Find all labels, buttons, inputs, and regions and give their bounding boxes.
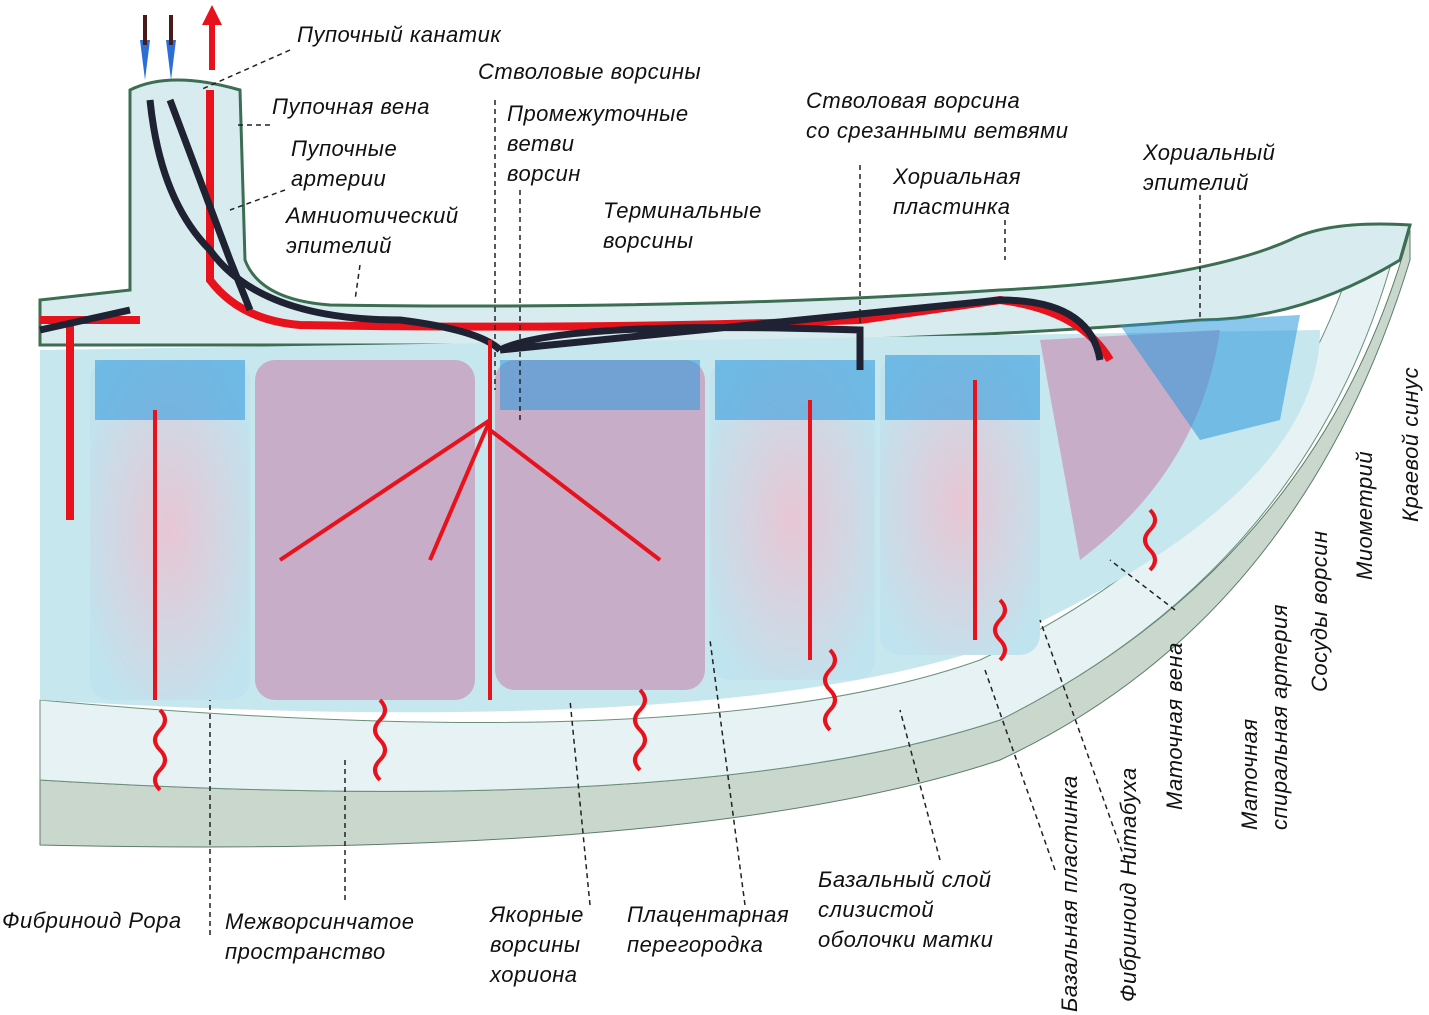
label-marginal-sinus: Краевой синус xyxy=(1398,366,1423,522)
label-decidua-3: оболочки матки xyxy=(818,927,994,952)
label-intervillous-2: пространство xyxy=(225,939,386,964)
label-uterine-vein: Маточная вена xyxy=(1162,642,1187,810)
chorionic-plate xyxy=(38,78,1412,347)
label-stem-villi: Стволовые ворсины xyxy=(478,59,702,84)
stem-villus-branches xyxy=(153,340,977,700)
label-intervillous-1: Межворсинчатое xyxy=(225,909,415,934)
label-decidua-2: слизистой xyxy=(818,897,935,922)
label-chorionic-plate-1: Хориальная xyxy=(893,164,1021,189)
cotyledon-1 xyxy=(90,360,250,700)
label-basal-plate: Базальная пластинка xyxy=(1057,775,1082,1012)
flow-arrows-in xyxy=(143,15,173,45)
label-anchoring-3: хориона xyxy=(490,962,578,987)
label-spiral-artery-1: Маточная xyxy=(1237,718,1262,830)
blood-pools xyxy=(95,315,1300,440)
cotyledon-4 xyxy=(710,360,875,680)
label-villous-vessels: Сосуды ворсин xyxy=(1307,530,1332,692)
label-umbilical-arteries-2: артерии xyxy=(291,166,387,191)
label-umbilical-cord: Пупочный канатик xyxy=(297,22,502,47)
label-nitabuch: Фибриноид Нитабуха xyxy=(1116,767,1141,1002)
arrows-flow xyxy=(140,40,176,80)
label-septum-1: Плацентарная xyxy=(627,902,790,927)
label-anchoring-2: ворсины xyxy=(490,932,581,957)
cotyledon-3 xyxy=(495,360,705,690)
cotyledon-2 xyxy=(255,360,475,700)
leader-lines xyxy=(199,49,1201,935)
label-decidua-1: Базальный слой xyxy=(818,867,992,892)
label-terminal-1: Терминальные xyxy=(603,198,762,223)
label-chorionic-plate-2: пластинка xyxy=(893,194,1011,219)
label-septum-2: перегородка xyxy=(627,932,764,957)
label-terminal-2: ворсины xyxy=(603,228,694,253)
cotyledon-5 xyxy=(880,355,1040,655)
spiral-arteries xyxy=(153,508,1157,792)
label-umbilical-arteries-1: Пупочные xyxy=(291,136,398,161)
label-amniotic-2: эпителий xyxy=(286,233,392,258)
label-intermediate-3: ворсин xyxy=(507,161,581,186)
label-myometrium: Миометрий xyxy=(1352,450,1377,580)
label-stem-cut-2: со срезанными ветвями xyxy=(806,118,1069,143)
label-rohr: Фибриноид Рора xyxy=(2,908,182,933)
label-chorionic-epi-1: Хориальный xyxy=(1143,140,1276,165)
label-amniotic-1: Амниотический xyxy=(286,203,459,228)
umbilical-arteries xyxy=(39,98,1104,370)
label-intermediate-1: Промежуточные xyxy=(507,101,689,126)
label-spiral-artery-2: спиральная артерия xyxy=(1267,603,1292,830)
label-stem-cut-1: Стволовая ворсина xyxy=(806,88,1021,113)
label-umbilical-vein: Пупочная вена xyxy=(272,94,430,119)
label-intermediate-2: ветви xyxy=(507,131,575,156)
label-chorionic-epi-2: эпителий xyxy=(1143,170,1249,195)
label-anchoring-1: Якорные xyxy=(490,902,584,927)
